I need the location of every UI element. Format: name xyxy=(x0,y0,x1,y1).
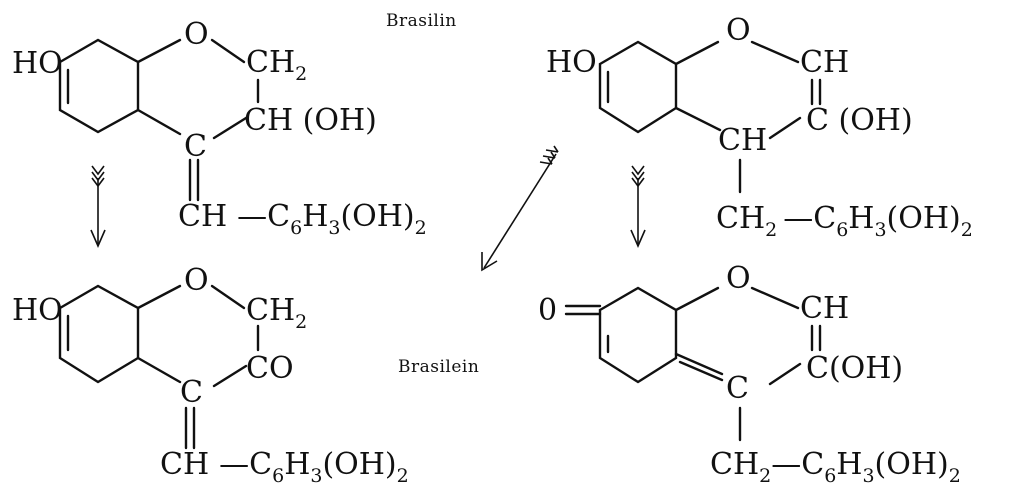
bond-oxygen-ch2 xyxy=(210,284,246,310)
benzene-ring-bonds xyxy=(58,284,140,384)
label-o: O xyxy=(184,263,209,298)
bond-co-c xyxy=(212,364,248,388)
bond-c-ch xyxy=(768,116,802,140)
label-ch-substituent: CH—C6H3(OH)2 xyxy=(160,447,409,484)
bond-c-c xyxy=(768,362,802,386)
label-o: O xyxy=(726,13,751,48)
arrow-diagonal xyxy=(481,145,559,272)
label-ch2: CH2 xyxy=(246,293,307,333)
label-ho: HO xyxy=(12,46,63,81)
label-ch2-substituent: CH2—C6H3(OH)2 xyxy=(710,447,961,484)
quinoid-ring-bonds xyxy=(598,286,678,384)
structure-top-right: HO O CH C (OH) CH CH2—C6H3(OH)2 xyxy=(546,13,973,241)
benzene-ring-bonds xyxy=(58,38,140,134)
label-ch2-substituent: CH2—C6H3(OH)2 xyxy=(716,201,973,241)
bond-to-oxygen xyxy=(136,38,182,64)
bond-ch-c xyxy=(212,116,248,140)
structure-top-left: HO O CH2 CH (OH) C CH—C6H3(OH)2 xyxy=(12,17,427,239)
label-ho: HO xyxy=(12,293,63,328)
benzene-ring-bonds xyxy=(598,40,678,134)
arrow-shaft xyxy=(483,153,557,269)
exocyclic-double-bond xyxy=(184,406,196,450)
arrow-head xyxy=(481,252,498,272)
arrow-left-down xyxy=(90,165,106,248)
bond-oxygen-ch xyxy=(750,40,800,64)
double-bond-ch-c xyxy=(810,324,822,352)
label-ch: CH xyxy=(800,291,849,326)
label-co: CO xyxy=(246,351,294,386)
label-ho: HO xyxy=(546,45,597,80)
label-zero: 0 xyxy=(538,293,557,328)
bond-oxygen-ch2 xyxy=(210,38,246,64)
arrow-head xyxy=(630,229,646,248)
label-c: C xyxy=(180,375,203,410)
bond-ring-c xyxy=(136,108,182,136)
label-ch-ring: CH xyxy=(718,123,767,158)
caption-brasilin: Brasilin xyxy=(386,11,457,31)
label-ch-oh: CH (OH) xyxy=(244,103,377,138)
arrow-fletching xyxy=(539,145,559,165)
bond-ring-ch xyxy=(674,106,722,132)
arrow-fletching xyxy=(91,165,105,188)
exocyclic-double-bond xyxy=(188,158,200,202)
arrow-head xyxy=(90,229,106,248)
label-o: O xyxy=(184,17,209,52)
structure-bottom-left: HO O CH2 CO C CH—C6H3(OH)2 xyxy=(12,263,409,484)
carbonyl-double-bond xyxy=(564,304,602,316)
label-c-oh: C (OH) xyxy=(806,103,913,138)
bond-oxygen-ch xyxy=(750,286,800,310)
label-c: C xyxy=(184,129,207,164)
bond-ring-c xyxy=(136,356,182,384)
label-c: C xyxy=(726,371,749,406)
arrow-fletching xyxy=(631,165,645,188)
label-ch: CH xyxy=(800,45,849,80)
arrow-right-down xyxy=(630,165,646,248)
bond-to-oxygen xyxy=(674,40,720,66)
caption-brasilein: Brasilein xyxy=(398,357,479,377)
label-c-oh: C(OH) xyxy=(806,351,903,386)
bond-to-oxygen xyxy=(136,284,182,310)
structure-bottom-right: 0 O CH C(OH) C CH2—C6H3(OH)2 xyxy=(538,261,961,484)
label-ch2: CH2 xyxy=(246,45,307,85)
label-ch-substituent: CH—C6H3(OH)2 xyxy=(178,199,427,239)
double-bond-ch-c xyxy=(810,78,822,106)
bond-to-oxygen xyxy=(674,286,720,312)
label-o: O xyxy=(726,261,751,296)
exocyclic-double-bond xyxy=(674,352,724,382)
